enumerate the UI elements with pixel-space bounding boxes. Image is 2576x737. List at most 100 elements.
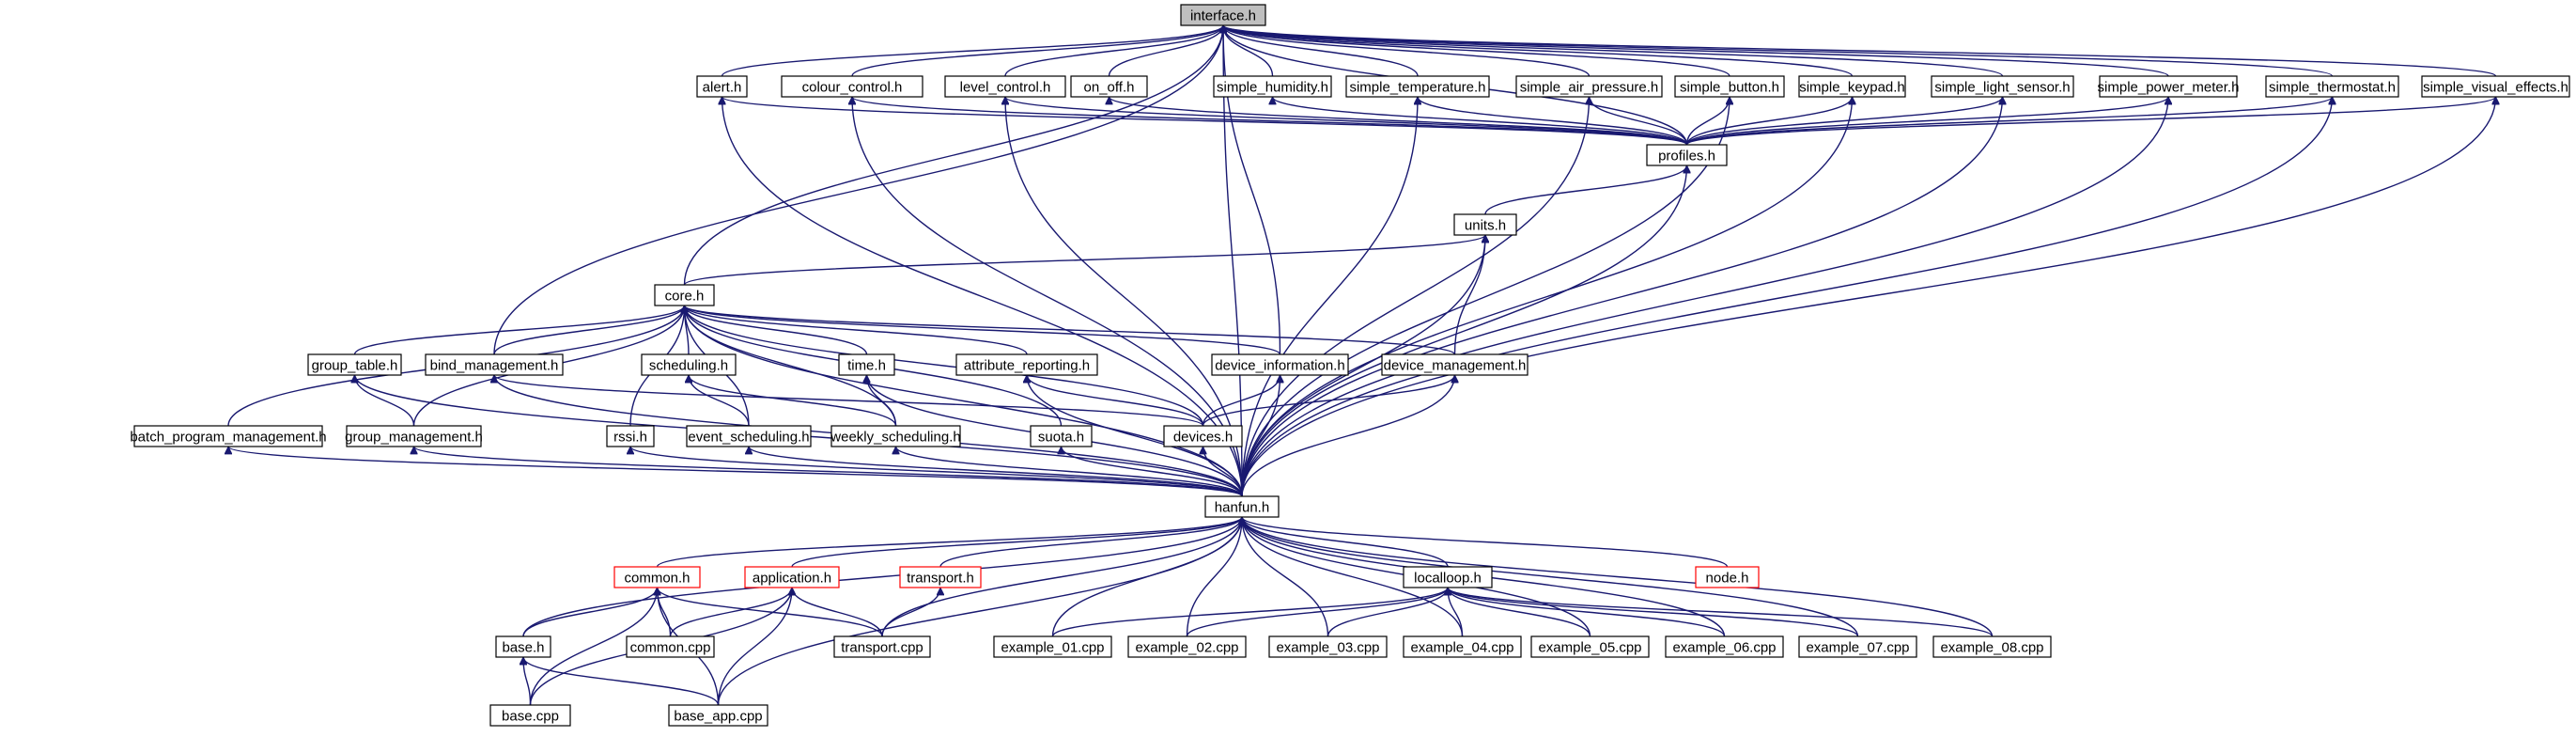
- node-transport-h[interactable]: transport.h: [899, 566, 982, 588]
- node-label: simple_thermostat.h: [2269, 80, 2396, 96]
- node-base-app-cpp[interactable]: base_app.cpp: [668, 704, 768, 727]
- node-box: [1931, 75, 2074, 98]
- node-base-cpp[interactable]: base.cpp: [489, 704, 571, 727]
- node-example-06-cpp[interactable]: example_06.cpp: [1665, 635, 1784, 658]
- node-colour-control-h[interactable]: colour_control.h: [781, 75, 923, 98]
- node-box: [696, 75, 748, 98]
- node-group-management-h[interactable]: group_management.h: [345, 425, 483, 447]
- node-common-cpp[interactable]: common.cpp: [626, 635, 715, 658]
- node-simple-light-sensor-h[interactable]: simple_light_sensor.h: [1931, 75, 2074, 98]
- node-label: group_management.h: [345, 430, 483, 446]
- edge-hanfun-h-to-device-information-h: [1241, 375, 1280, 497]
- edge-base-app-cpp-to-hanfun-h: [717, 517, 1243, 706]
- node-units-h[interactable]: units.h: [1453, 213, 1517, 236]
- node-box: [641, 353, 737, 376]
- node-label: simple_visual_effects.h: [2423, 80, 2568, 96]
- node-attribute-reporting-h[interactable]: attribute_reporting.h: [955, 353, 1098, 376]
- node-simple-air-pressure-h[interactable]: simple_air_pressure.h: [1515, 75, 1663, 98]
- node-batch-program-management-h[interactable]: batch_program_management.h: [130, 425, 327, 447]
- node-simple-power-meter-h[interactable]: simple_power_meter.h: [2098, 75, 2240, 98]
- node-application-h[interactable]: application.h: [744, 566, 840, 588]
- node-base-h[interactable]: base.h: [495, 635, 551, 658]
- edge-profiles-h-to-alert-h: [722, 97, 1688, 146]
- node-box: [838, 353, 895, 376]
- node-example-07-cpp[interactable]: example_07.cpp: [1798, 635, 1917, 658]
- node-device-information-h[interactable]: device_information.h: [1211, 353, 1349, 376]
- node-bind-management-h[interactable]: bind_management.h: [425, 353, 564, 376]
- node-label: example_08.cpp: [1940, 640, 2043, 656]
- node-box: [830, 425, 961, 447]
- node-profiles-h[interactable]: profiles.h: [1646, 144, 1728, 166]
- node-device-management-h[interactable]: device_management.h: [1381, 353, 1529, 376]
- edge-example-02-cpp-to-hanfun-h: [1186, 517, 1243, 637]
- node-common-h[interactable]: common.h: [613, 566, 701, 588]
- edge-example-07-cpp-to-localloop-h: [1448, 588, 1859, 637]
- node-label: group_table.h: [312, 358, 398, 374]
- node-hanfun-h[interactable]: hanfun.h: [1204, 495, 1280, 518]
- node-label: weekly_scheduling.h: [830, 430, 960, 446]
- edge-hanfun-h-to-alert-h: [722, 97, 1243, 497]
- node-localloop-h[interactable]: localloop.h: [1403, 566, 1493, 588]
- edge-example-01-cpp-to-localloop-h: [1051, 588, 1449, 637]
- node-scheduling-h[interactable]: scheduling.h: [641, 353, 737, 376]
- node-suota-h[interactable]: suota.h: [1030, 425, 1093, 447]
- node-example-08-cpp[interactable]: example_08.cpp: [1932, 635, 2052, 658]
- node-label: example_05.cpp: [1538, 640, 1641, 656]
- edge-attribute-reporting-h-to-core-h: [685, 306, 1028, 355]
- node-box: [1070, 75, 1148, 98]
- node-level-control-h[interactable]: level_control.h: [944, 75, 1066, 98]
- node-box: [668, 704, 768, 727]
- node-simple-humidity-h[interactable]: simple_humidity.h: [1213, 75, 1332, 98]
- edge-weekly-scheduling-h-to-scheduling-h: [689, 375, 897, 427]
- node-group-table-h[interactable]: group_table.h: [307, 353, 402, 376]
- node-box: [993, 635, 1112, 658]
- edge-core-h-to-interface-h: [683, 25, 1224, 286]
- node-simple-thermostat-h[interactable]: simple_thermostat.h: [2265, 75, 2399, 98]
- node-time-h[interactable]: time.h: [838, 353, 895, 376]
- node-rssi-h[interactable]: rssi.h: [606, 425, 655, 447]
- node-box: [781, 75, 923, 98]
- node-core-h[interactable]: core.h: [654, 284, 715, 306]
- edge-example-03-cpp-to-hanfun-h: [1242, 517, 1329, 637]
- node-interface-h[interactable]: interface.h: [1180, 4, 1266, 26]
- node-example-04-cpp[interactable]: example_04.cpp: [1403, 635, 1522, 658]
- node-alert-h[interactable]: alert.h: [696, 75, 748, 98]
- node-label: rssi.h: [613, 430, 647, 446]
- node-devices-h[interactable]: devices.h: [1163, 425, 1243, 447]
- node-weekly-scheduling-h[interactable]: weekly_scheduling.h: [830, 425, 961, 447]
- edge-profiles-h-to-simple-temperature-h: [1418, 97, 1688, 146]
- node-simple-keypad-h[interactable]: simple_keypad.h: [1798, 75, 1906, 98]
- edge-example-02-cpp-to-localloop-h: [1186, 588, 1449, 637]
- node-example-05-cpp[interactable]: example_05.cpp: [1530, 635, 1650, 658]
- edge-simple-thermostat-h-to-interface-h: [1223, 25, 2334, 77]
- node-label: transport.cpp: [841, 640, 923, 656]
- edge-profiles-h-to-simple-light-sensor-h: [1685, 97, 2003, 146]
- node-box: [1345, 75, 1490, 98]
- node-example-01-cpp[interactable]: example_01.cpp: [993, 635, 1112, 658]
- node-event-scheduling-h[interactable]: event_scheduling.h: [686, 425, 812, 447]
- node-node-h[interactable]: node.h: [1695, 566, 1760, 588]
- node-box: [654, 284, 715, 306]
- node-label: level_control.h: [960, 80, 1051, 96]
- node-example-03-cpp[interactable]: example_03.cpp: [1268, 635, 1388, 658]
- edge-base-cpp-to-common-h: [529, 588, 658, 706]
- node-label: interface.h: [1190, 8, 1256, 24]
- node-box: [606, 425, 655, 447]
- edge-common-h-to-hanfun-h: [656, 517, 1243, 568]
- node-simple-temperature-h[interactable]: simple_temperature.h: [1345, 75, 1490, 98]
- edge-core-h-to-units-h: [683, 235, 1486, 286]
- node-box: [955, 353, 1098, 376]
- node-box: [489, 704, 571, 727]
- node-on-off-h[interactable]: on_off.h: [1070, 75, 1148, 98]
- edge-hanfun-h-to-batch-program-management-h: [228, 447, 1243, 497]
- edge-hanfun-h-to-simple-thermostat-h: [1241, 97, 2333, 497]
- node-example-02-cpp[interactable]: example_02.cpp: [1127, 635, 1247, 658]
- node-transport-cpp[interactable]: transport.cpp: [833, 635, 931, 658]
- edge-hanfun-h-to-device-management-h: [1241, 375, 1455, 497]
- node-simple-button-h[interactable]: simple_button.h: [1674, 75, 1785, 98]
- edge-hanfun-h-to-simple-air-pressure-h: [1241, 97, 1590, 497]
- edge-node-h-to-hanfun-h: [1242, 517, 1729, 568]
- edge-layer: [228, 25, 2496, 706]
- node-simple-visual-effects-h[interactable]: simple_visual_effects.h: [2421, 75, 2570, 98]
- edge-group-management-h-to-group-table-h: [355, 375, 415, 427]
